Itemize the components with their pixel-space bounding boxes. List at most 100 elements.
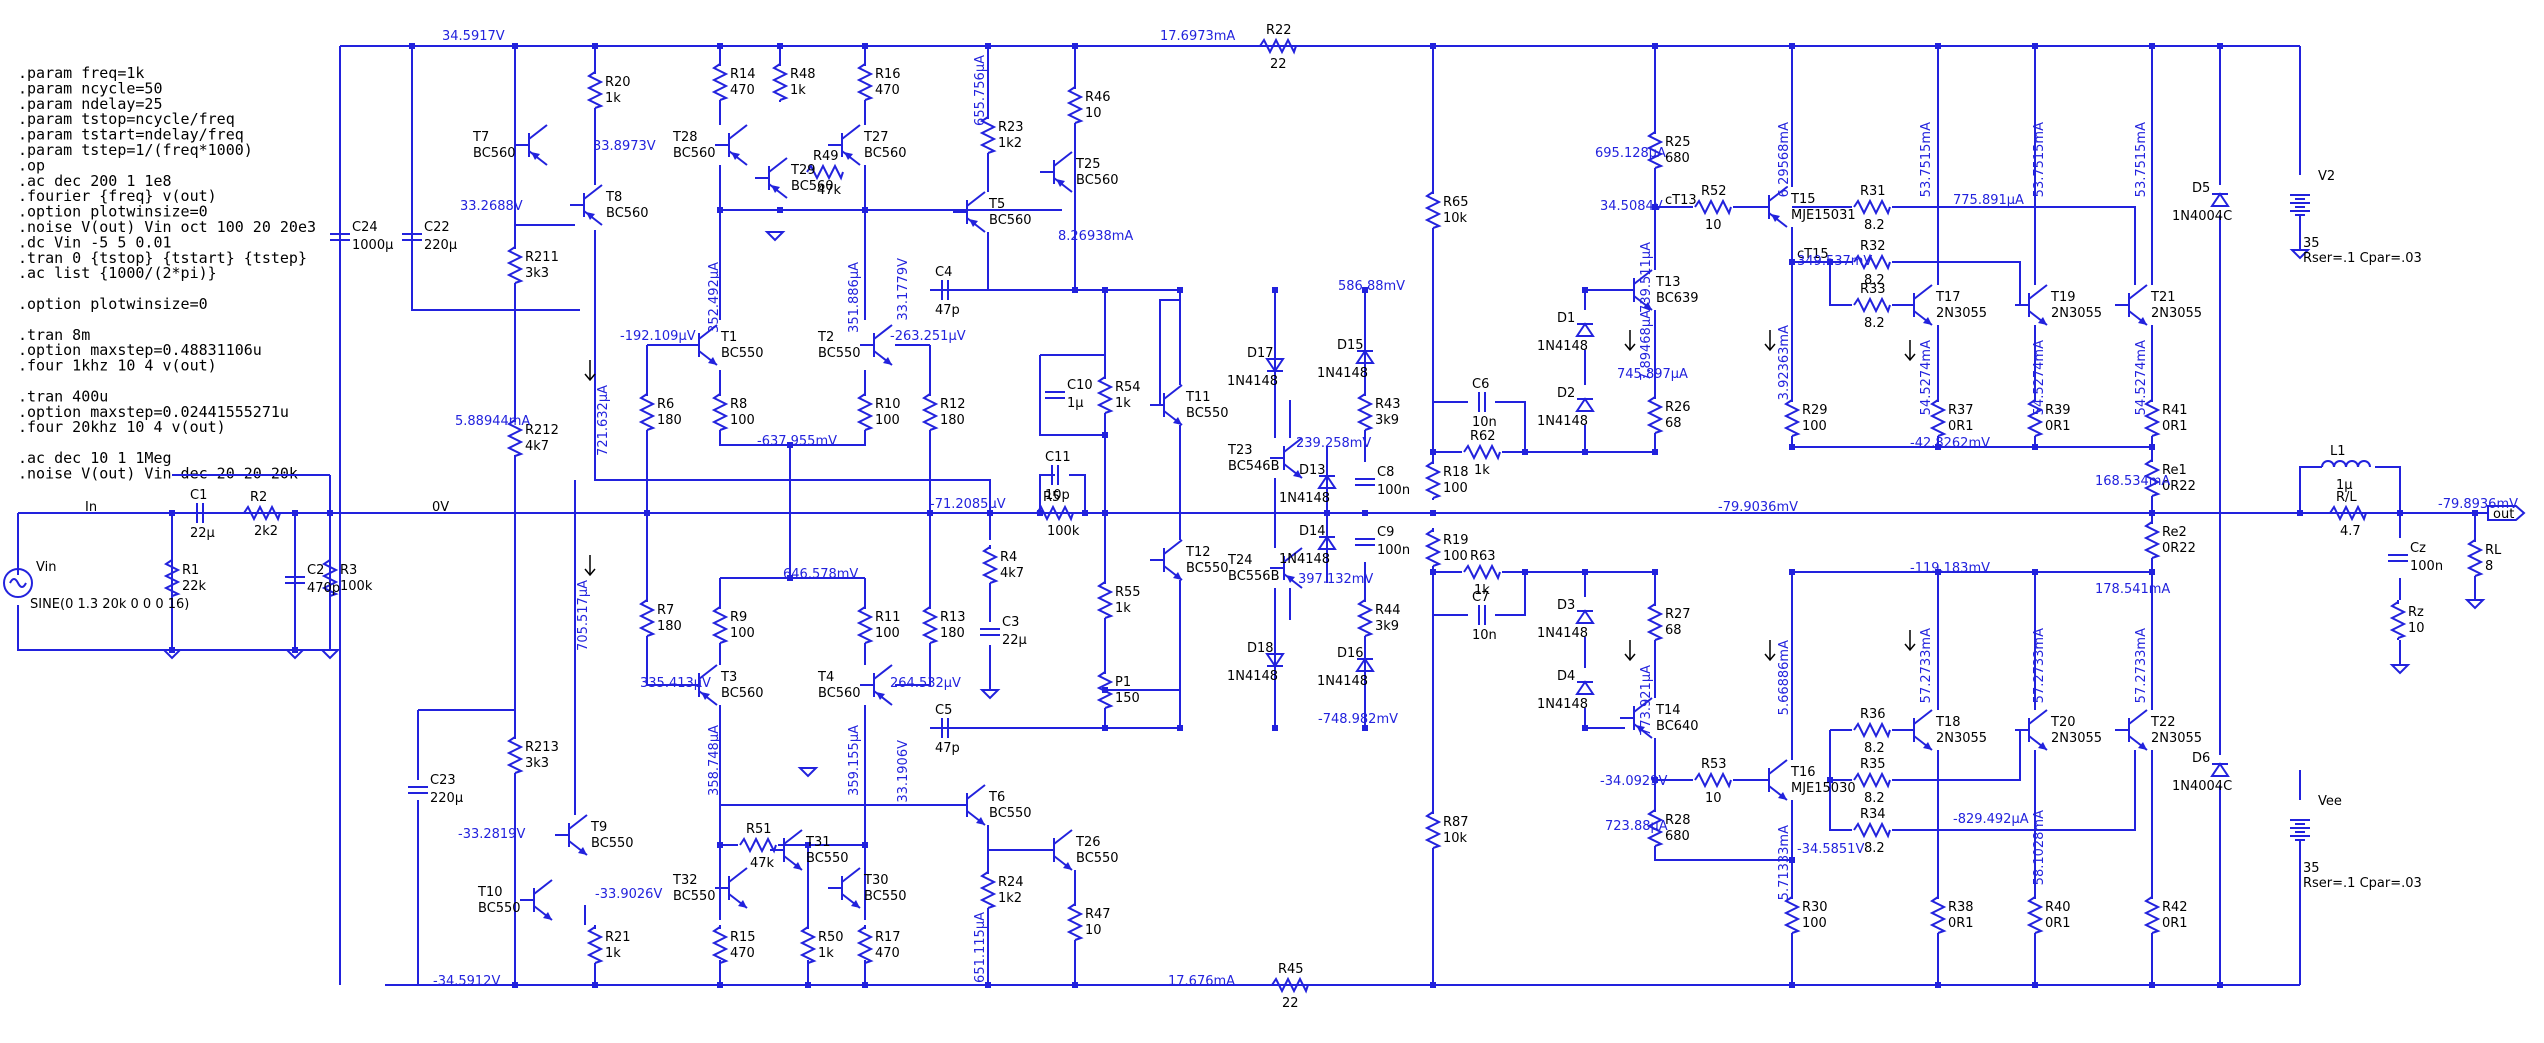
resistor-r48[interactable] <box>771 62 789 102</box>
resistor-r50[interactable] <box>799 925 817 965</box>
capacitor-c1[interactable] <box>196 503 204 523</box>
resistor-r41[interactable] <box>2143 398 2161 438</box>
resistor-r27[interactable] <box>1646 602 1664 642</box>
resistor-r55[interactable] <box>1096 580 1114 620</box>
resistor-r8[interactable] <box>711 392 729 432</box>
capacitor-c10[interactable] <box>1045 391 1065 399</box>
resistor-r37[interactable] <box>1929 398 1947 438</box>
transistor-t31[interactable] <box>770 829 803 871</box>
resistor-r22[interactable] <box>1259 37 1297 55</box>
transistor-t5[interactable] <box>953 191 986 233</box>
transistor-t22[interactable] <box>2115 709 2148 751</box>
transistor-t9[interactable] <box>555 814 588 856</box>
resistor-rl[interactable] <box>2466 538 2484 578</box>
resistor-rz[interactable] <box>2389 600 2407 640</box>
resistor-rl1[interactable] <box>2329 504 2367 522</box>
diode-d6[interactable] <box>2210 762 2230 777</box>
diode-d3[interactable] <box>1575 609 1595 624</box>
output-port[interactable]: out <box>2487 505 2526 522</box>
resistor-r40[interactable] <box>2026 895 2044 935</box>
transistor-t8[interactable] <box>570 184 603 226</box>
diode-d1[interactable] <box>1575 322 1595 337</box>
resistor-r30[interactable] <box>1783 895 1801 935</box>
capacitor-c8[interactable] <box>1355 478 1375 486</box>
resistor-r34[interactable] <box>1853 821 1891 839</box>
resistor-r211[interactable] <box>506 245 524 285</box>
resistor-r28[interactable] <box>1646 808 1664 848</box>
resistor-r44[interactable] <box>1356 598 1374 638</box>
resistor-r17[interactable] <box>856 925 874 965</box>
capacitor-c9[interactable] <box>1355 538 1375 546</box>
transistor-t11[interactable] <box>1150 384 1183 426</box>
resistor-r26[interactable] <box>1646 395 1664 435</box>
resistor-r14[interactable] <box>711 62 729 102</box>
transistor-t24[interactable] <box>1270 547 1303 589</box>
capacitor-c7[interactable] <box>1478 605 1486 625</box>
transistor-t29[interactable] <box>755 157 788 199</box>
resistor-r38[interactable] <box>1929 895 1947 935</box>
transistor-t23[interactable] <box>1270 437 1303 479</box>
resistor-r4[interactable] <box>981 545 999 585</box>
resistor-r47[interactable] <box>1066 902 1084 942</box>
resistor-r212[interactable] <box>506 418 524 458</box>
capacitor-c5[interactable] <box>941 718 949 738</box>
source-vin[interactable] <box>3 568 33 598</box>
resistor-r32[interactable] <box>1853 253 1891 271</box>
resistor-r15[interactable] <box>711 925 729 965</box>
resistor-r18[interactable] <box>1424 460 1442 500</box>
capacitor-cz[interactable] <box>2388 554 2408 562</box>
transistor-t28[interactable] <box>715 124 748 166</box>
diode-d4[interactable] <box>1575 680 1595 695</box>
resistor-r23[interactable] <box>979 115 997 155</box>
resistor-r31[interactable] <box>1853 198 1891 216</box>
resistor-p1[interactable] <box>1096 670 1114 710</box>
resistor-r213[interactable] <box>506 735 524 775</box>
transistor-t15[interactable] <box>1755 186 1788 228</box>
diode-d13[interactable] <box>1317 474 1337 489</box>
resistor-r13[interactable] <box>921 605 939 645</box>
resistor-r87[interactable] <box>1424 810 1442 850</box>
resistor-r42[interactable] <box>2143 895 2161 935</box>
resistor-r3[interactable] <box>321 558 339 598</box>
resistor-r11[interactable] <box>856 605 874 645</box>
resistor-r54[interactable] <box>1096 375 1114 415</box>
resistor-r1[interactable] <box>163 558 181 598</box>
resistor-r25[interactable] <box>1646 130 1664 170</box>
resistor-r62[interactable] <box>1463 443 1501 461</box>
resistor-r9[interactable] <box>711 605 729 645</box>
capacitor-c23[interactable] <box>408 786 428 794</box>
transistor-t26[interactable] <box>1040 829 1073 871</box>
resistor-r36[interactable] <box>1853 721 1891 739</box>
inductor-l1[interactable] <box>2321 460 2371 468</box>
resistor-r29[interactable] <box>1783 398 1801 438</box>
transistor-t18[interactable] <box>1900 709 1933 751</box>
resistor-r53[interactable] <box>1694 771 1732 789</box>
transistor-t14[interactable] <box>1620 697 1653 739</box>
resistor-re1[interactable] <box>2143 458 2161 498</box>
capacitor-c2[interactable] <box>285 576 305 584</box>
resistor-r43[interactable] <box>1356 392 1374 432</box>
transistor-t7[interactable] <box>515 124 548 166</box>
source-v2[interactable] <box>2290 194 2310 216</box>
transistor-t21[interactable] <box>2115 284 2148 326</box>
diode-d5[interactable] <box>2210 192 2230 207</box>
capacitor-c3[interactable] <box>980 628 1000 636</box>
diode-d18[interactable] <box>1265 653 1285 668</box>
resistor-r5[interactable] <box>1036 504 1074 522</box>
transistor-t16[interactable] <box>1755 759 1788 801</box>
transistor-t20[interactable] <box>2015 709 2048 751</box>
resistor-r21[interactable] <box>586 925 604 965</box>
resistor-r49[interactable] <box>806 163 844 181</box>
transistor-t10[interactable] <box>520 879 553 921</box>
transistor-t19[interactable] <box>2015 284 2048 326</box>
resistor-r35[interactable] <box>1853 771 1891 789</box>
resistor-r12[interactable] <box>921 392 939 432</box>
capacitor-c22[interactable] <box>402 233 422 241</box>
transistor-t4[interactable] <box>860 664 893 706</box>
diode-d14[interactable] <box>1317 535 1337 550</box>
diode-d17[interactable] <box>1265 358 1285 373</box>
diode-d16[interactable] <box>1355 657 1375 672</box>
transistor-t17[interactable] <box>1900 284 1933 326</box>
transistor-t27[interactable] <box>828 124 861 166</box>
resistor-r63[interactable] <box>1463 563 1501 581</box>
